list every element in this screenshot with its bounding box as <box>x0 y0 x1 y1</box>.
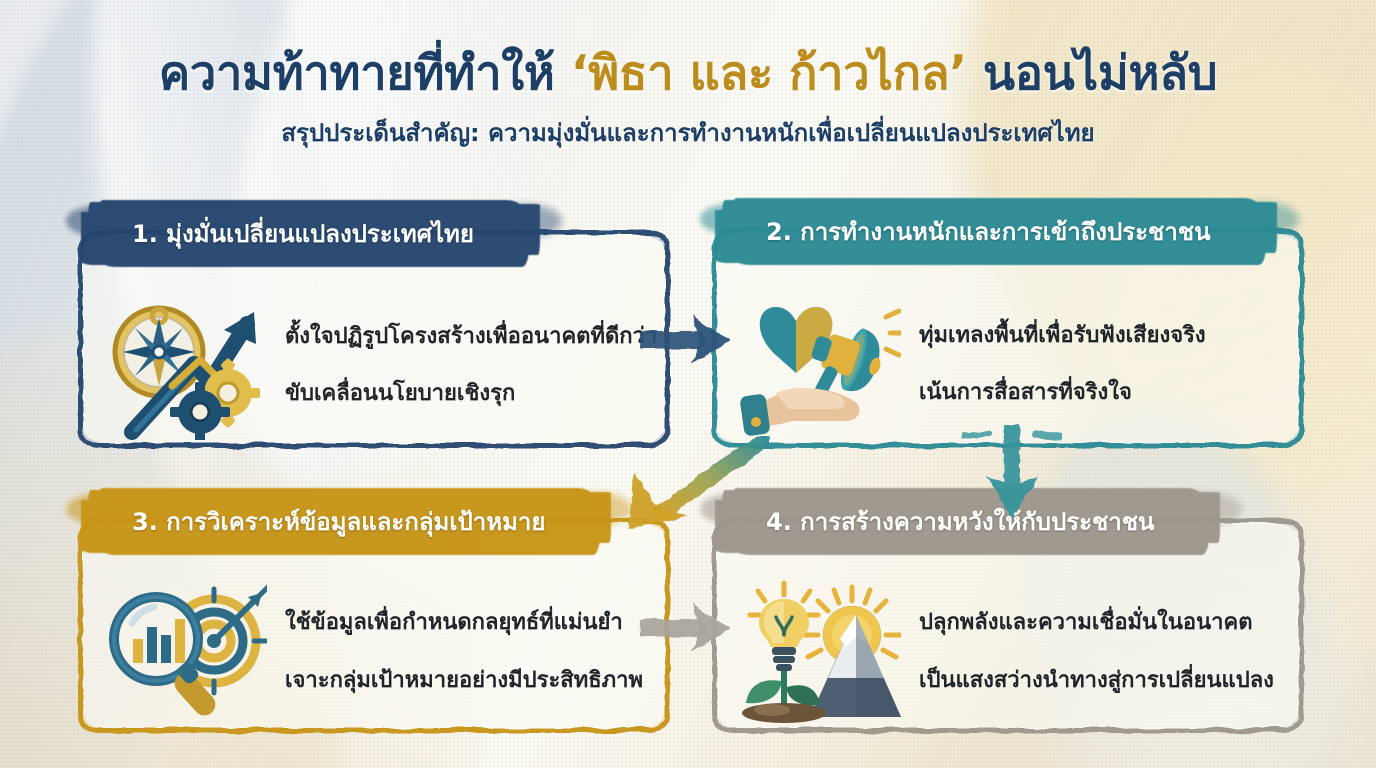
card-3-body: ใช้ข้อมูลเพื่อกำหนดกลยุทธ์ที่แม่นยำ เจาะ… <box>78 580 670 723</box>
card-3-heading: 3. การวิเคราะห์ข้อมูลและกลุ่มเป้าหมาย <box>132 507 546 536</box>
card-3[interactable]: 3. การวิเคราะห์ข้อมูลและกลุ่มเป้าหมาย <box>78 488 670 733</box>
card-2-lines: ทุ่มเทลงพื้นที่เพื่อรับฟังเสียงจริง เน้น… <box>919 322 1278 407</box>
card-1-line-2: ขับเคลื่อนนโยบายเชิงรุก <box>285 381 516 406</box>
card-3-banner: 3. การวิเคราะห์ข้อมูลและกลุ่มเป้าหมาย <box>96 488 594 555</box>
card-3-line-1: ใช้ข้อมูลเพื่อกำหนดกลยุทธ์ที่แม่นยำ <box>285 610 623 635</box>
card-3-banner-brush <box>96 488 594 555</box>
heart-megaphone-hand-icon <box>736 289 907 439</box>
lightbulb-plant-sun-mountain-icon <box>736 577 903 727</box>
card-1-heading: 1. มุ่งมั่นเปลี่ยนแปลงประเทศไทย <box>132 219 474 248</box>
magnifier-chart-target-icon <box>102 577 273 727</box>
card-1-banner-brush <box>96 200 522 267</box>
arrow-card1-to-card2 <box>635 296 736 380</box>
card-1-banner: 1. มุ่งมั่นเปลี่ยนแปลงประเทศไทย <box>96 200 522 267</box>
card-1-line-1: ตั้งใจปฏิรูปโครงสร้างเพื่ออนาคตที่ดีกว่า <box>285 323 658 349</box>
arrow-card3-to-card4 <box>635 584 736 668</box>
card-4-banner-brush <box>730 488 1203 555</box>
card-4-line-1: ปลุกพลังและความเชื่อมั่นในอนาคต <box>919 610 1253 635</box>
compass-growth-gears-icon <box>102 290 267 442</box>
card-4-body: ปลุกพลังและความเชื่อมั่นในอนาคต เป็นแสงส… <box>712 580 1304 723</box>
arrow-card2-to-card4 <box>961 420 1063 524</box>
card-1-body: ตั้งใจปฏิรูปโครงสร้างเพื่ออนาคตที่ดีกว่า… <box>78 290 670 442</box>
card-4-line-2: เป็นแสงสว่างนำทางสู่การเปลี่ยนแปลง <box>919 667 1274 693</box>
card-2[interactable]: 2. การทำงานหนักและการเข้าถึงประชาชน <box>712 198 1304 448</box>
card-2-banner: 2. การทำงานหนักและการเข้าถึงประชาชน <box>730 198 1259 265</box>
card-3-line-2: เจาะกลุ่มเป้าหมายอย่างมีประสิทธิภาพ <box>285 667 643 693</box>
card-1-lines: ตั้งใจปฏิรูปโครงสร้างเพื่ออนาคตที่ดีกว่า… <box>285 323 657 408</box>
card-4[interactable]: 4. การสร้างความหวังให้กับประชาชน <box>712 488 1304 733</box>
card-2-heading: 2. การทำงานหนักและการเข้าถึงประชาชน <box>766 217 1211 246</box>
card-2-banner-brush <box>730 198 1259 265</box>
arrow-card2-to-card3 <box>600 432 772 536</box>
page-title-part1: ความท้าทายที่ทำให้ <box>158 46 571 101</box>
card-3-lines: ใช้ข้อมูลเพื่อกำหนดกลยุทธ์ที่แม่นยำ เจาะ… <box>285 609 644 694</box>
card-4-banner: 4. การสร้างความหวังให้กับประชาชน <box>730 488 1203 555</box>
page-title-part2: นอนไม่หลับ <box>966 46 1218 101</box>
card-4-lines: ปลุกพลังและความเชื่อมั่นในอนาคต เป็นแสงส… <box>919 609 1278 694</box>
card-2-body: ทุ่มเทลงพื้นที่เพื่อรับฟังเสียงจริง เน้น… <box>712 290 1304 438</box>
card-2-line-2: เน้นการสื่อสารที่จริงใจ <box>919 380 1132 405</box>
header: ความท้าทายที่ทำให้ ‘พิธา และ ก้าวไกล’ นอ… <box>0 46 1376 152</box>
card-4-heading: 4. การสร้างความหวังให้กับประชาชน <box>766 507 1155 536</box>
page-subtitle: สรุปประเด็นสำคัญ: ความมุ่งมั่นและการทำงา… <box>281 119 1095 148</box>
page-title: ความท้าทายที่ทำให้ ‘พิธา และ ก้าวไกล’ นอ… <box>0 46 1376 101</box>
card-2-line-1: ทุ่มเทลงพื้นที่เพื่อรับฟังเสียงจริง <box>919 322 1206 348</box>
page-title-highlight: ‘พิธา และ ก้าวไกล’ <box>570 46 967 101</box>
card-1[interactable]: 1. มุ่งมั่นเปลี่ยนแปลงประเทศไทย <box>78 200 670 448</box>
